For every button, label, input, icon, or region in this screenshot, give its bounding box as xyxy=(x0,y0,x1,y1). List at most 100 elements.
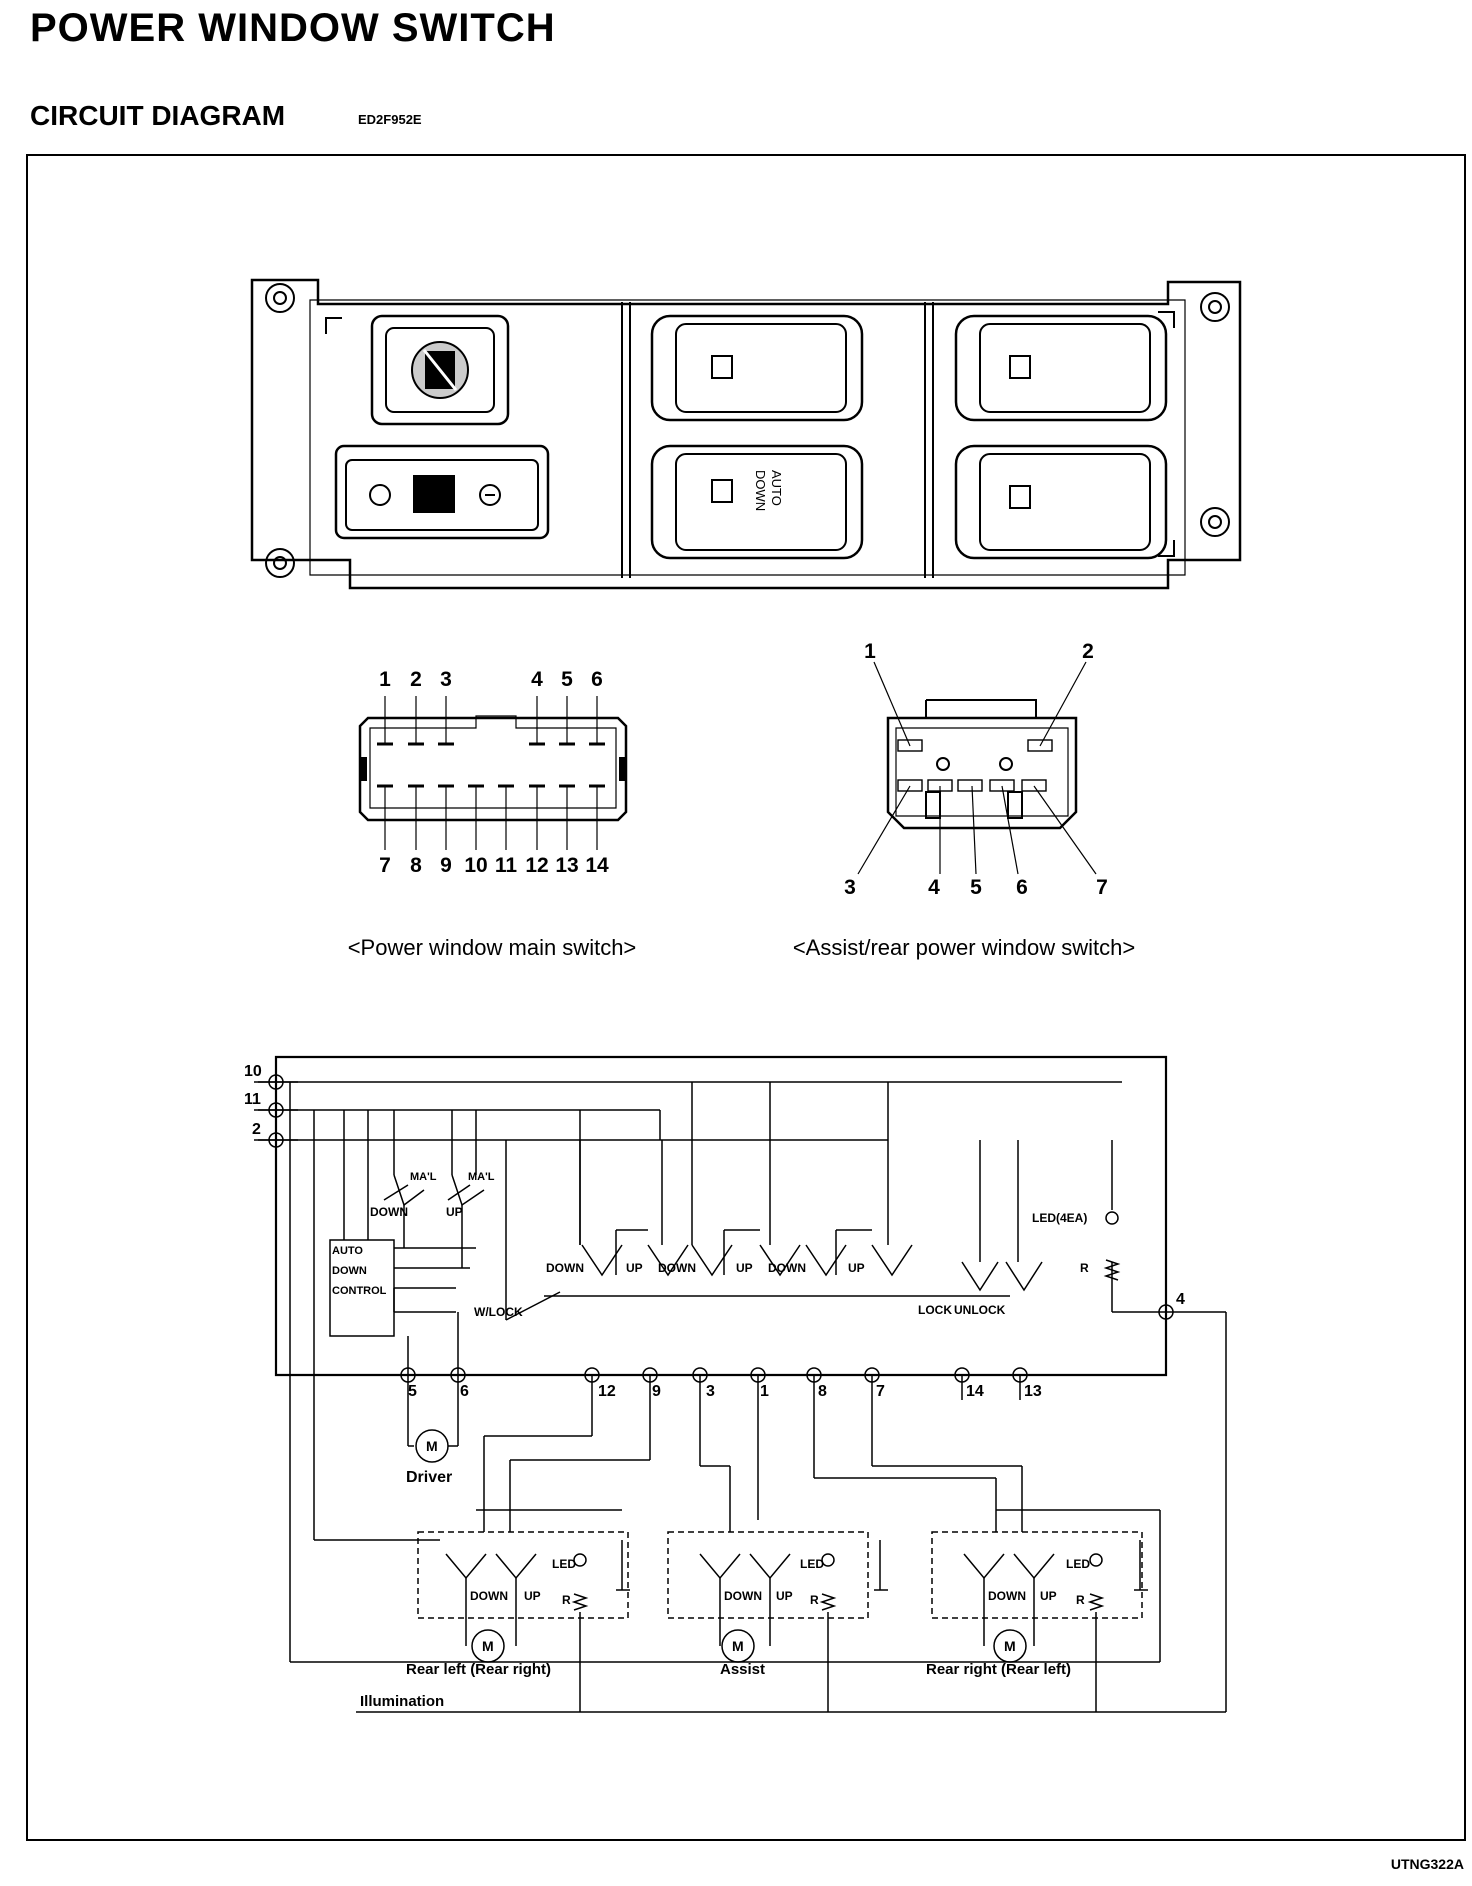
down-label: DOWN xyxy=(658,1261,696,1275)
up-label: UP xyxy=(1040,1589,1057,1603)
assist-switch-caption: <Assist/rear power window switch> xyxy=(793,935,1135,960)
up-label: UP xyxy=(736,1261,753,1275)
pin-label: 7 xyxy=(876,1383,885,1400)
pin-label: 9 xyxy=(652,1383,661,1400)
main-switch-caption: <Power window main switch> xyxy=(348,935,637,960)
pin-label: 8 xyxy=(410,854,422,877)
switch-panel: AUTO DOWN xyxy=(250,278,1242,590)
up-label: UP xyxy=(848,1261,865,1275)
window-icon xyxy=(711,355,733,379)
window-icon xyxy=(711,479,733,503)
passenger-window-switch-front xyxy=(954,314,1168,422)
pin-label: 14 xyxy=(966,1383,984,1400)
led-label: LED xyxy=(800,1557,824,1571)
down-label: DOWN xyxy=(988,1589,1026,1603)
pin-label: 13 xyxy=(555,854,578,877)
door-lock-icon xyxy=(413,475,455,513)
driver-window-switch-rear xyxy=(650,444,864,560)
motor-label: M xyxy=(482,1638,494,1654)
pin-label: 3 xyxy=(706,1383,715,1400)
pin-label: 6 xyxy=(460,1383,469,1400)
resistor-label: R xyxy=(1080,1261,1089,1275)
pin-label: 14 xyxy=(585,854,609,877)
resistor-label: R xyxy=(1076,1593,1085,1607)
circuit-schematic xyxy=(254,1055,1227,1713)
pin-label: 7 xyxy=(1096,876,1108,899)
pin-label: 9 xyxy=(440,854,452,877)
pin-label: 10 xyxy=(464,854,487,877)
assist-label: Assist xyxy=(720,1661,765,1678)
assist-switch-connector: 1 2 3 4 5 6 7 <Assist/rear power window … xyxy=(793,640,1135,960)
diagram-frame xyxy=(26,154,1466,1841)
down-label: DOWN xyxy=(724,1589,762,1603)
driver-label: Driver xyxy=(406,1469,452,1486)
unlock-indicator-icon xyxy=(369,484,391,506)
motor-label: M xyxy=(732,1638,744,1654)
pin-label: 2 xyxy=(410,668,422,691)
down-label: DOWN xyxy=(753,470,768,511)
pin-label: 12 xyxy=(598,1383,616,1400)
motor-label: M xyxy=(426,1438,438,1454)
up-label: UP xyxy=(446,1205,463,1219)
down-label: DOWN xyxy=(768,1261,806,1275)
window-icon xyxy=(1009,485,1031,509)
pin-label: 5 xyxy=(408,1383,417,1400)
pin-label: 2 xyxy=(1082,640,1094,663)
mal-label: MA'L xyxy=(410,1171,437,1183)
mal-label: MA'L xyxy=(468,1171,495,1183)
lock-label: LOCK xyxy=(918,1303,952,1317)
auto-label: AUTO xyxy=(769,470,784,506)
pin-label: 1 xyxy=(379,668,391,691)
down-label: DOWN xyxy=(370,1205,408,1219)
window-lock-button xyxy=(370,314,510,426)
pin-label-4: 4 xyxy=(1176,1291,1185,1308)
page-title: POWER WINDOW SWITCH xyxy=(30,6,556,50)
section-title: CIRCUIT DIAGRAM xyxy=(30,100,286,131)
resistor-label: R xyxy=(810,1593,819,1607)
resistor-label: R xyxy=(562,1593,571,1607)
pin-label: 1 xyxy=(864,640,876,663)
up-label: UP xyxy=(626,1261,643,1275)
up-label: UP xyxy=(524,1589,541,1603)
pin-label: 13 xyxy=(1024,1383,1042,1400)
rear-left-switch xyxy=(417,1509,629,1712)
pin-label: 4 xyxy=(928,876,940,899)
pin-label: 5 xyxy=(561,668,573,691)
pin-label-10: 10 xyxy=(244,1063,262,1080)
figure-code: UTNG322A xyxy=(1390,1856,1464,1872)
driver-window-switch-front xyxy=(650,314,864,422)
pin-label: 7 xyxy=(379,854,391,877)
rear-right-switch xyxy=(931,1509,1160,1712)
pin-label: 3 xyxy=(844,876,856,899)
illumination-label: Illumination xyxy=(360,1693,444,1710)
pin-label-2: 2 xyxy=(252,1121,261,1138)
pin-label: 3 xyxy=(440,668,452,691)
pin-label: 5 xyxy=(970,876,982,899)
pin-label: 8 xyxy=(818,1383,827,1400)
pin-label: 1 xyxy=(760,1383,769,1400)
document-code: ED2F952E xyxy=(358,112,422,127)
rear-left-label: Rear left (Rear right) xyxy=(406,1661,551,1678)
circuit-labels: 10 11 2 MA'L MA'L DOWN UP AUTO DOWN CONT… xyxy=(244,1063,1185,1710)
auto-label: AUTO xyxy=(332,1245,363,1257)
rear-right-label: Rear right (Rear left) xyxy=(926,1661,1071,1678)
window-icon xyxy=(1009,355,1031,379)
door-lock-button xyxy=(334,444,550,540)
down-label: DOWN xyxy=(470,1589,508,1603)
led-4ea-label: LED(4EA) xyxy=(1032,1211,1087,1225)
pin-label: 4 xyxy=(531,668,543,691)
unlock-label: UNLOCK xyxy=(954,1303,1006,1317)
pin-label-11: 11 xyxy=(244,1091,261,1108)
control-label: CONTROL xyxy=(332,1285,387,1297)
pin-label: 6 xyxy=(1016,876,1028,899)
window-lock-icon xyxy=(422,349,458,391)
led-label: LED xyxy=(552,1557,576,1571)
pin-label: 12 xyxy=(525,854,548,877)
main-switch-connector: 1 2 3 4 5 6 7 8 9 10 11 12 13 14 <Power … xyxy=(348,668,637,960)
passenger-window-switch-rear xyxy=(954,444,1168,560)
up-label: UP xyxy=(776,1589,793,1603)
pin-label: 11 xyxy=(495,854,518,877)
down-label: DOWN xyxy=(546,1261,584,1275)
pin-label: 6 xyxy=(591,668,603,691)
